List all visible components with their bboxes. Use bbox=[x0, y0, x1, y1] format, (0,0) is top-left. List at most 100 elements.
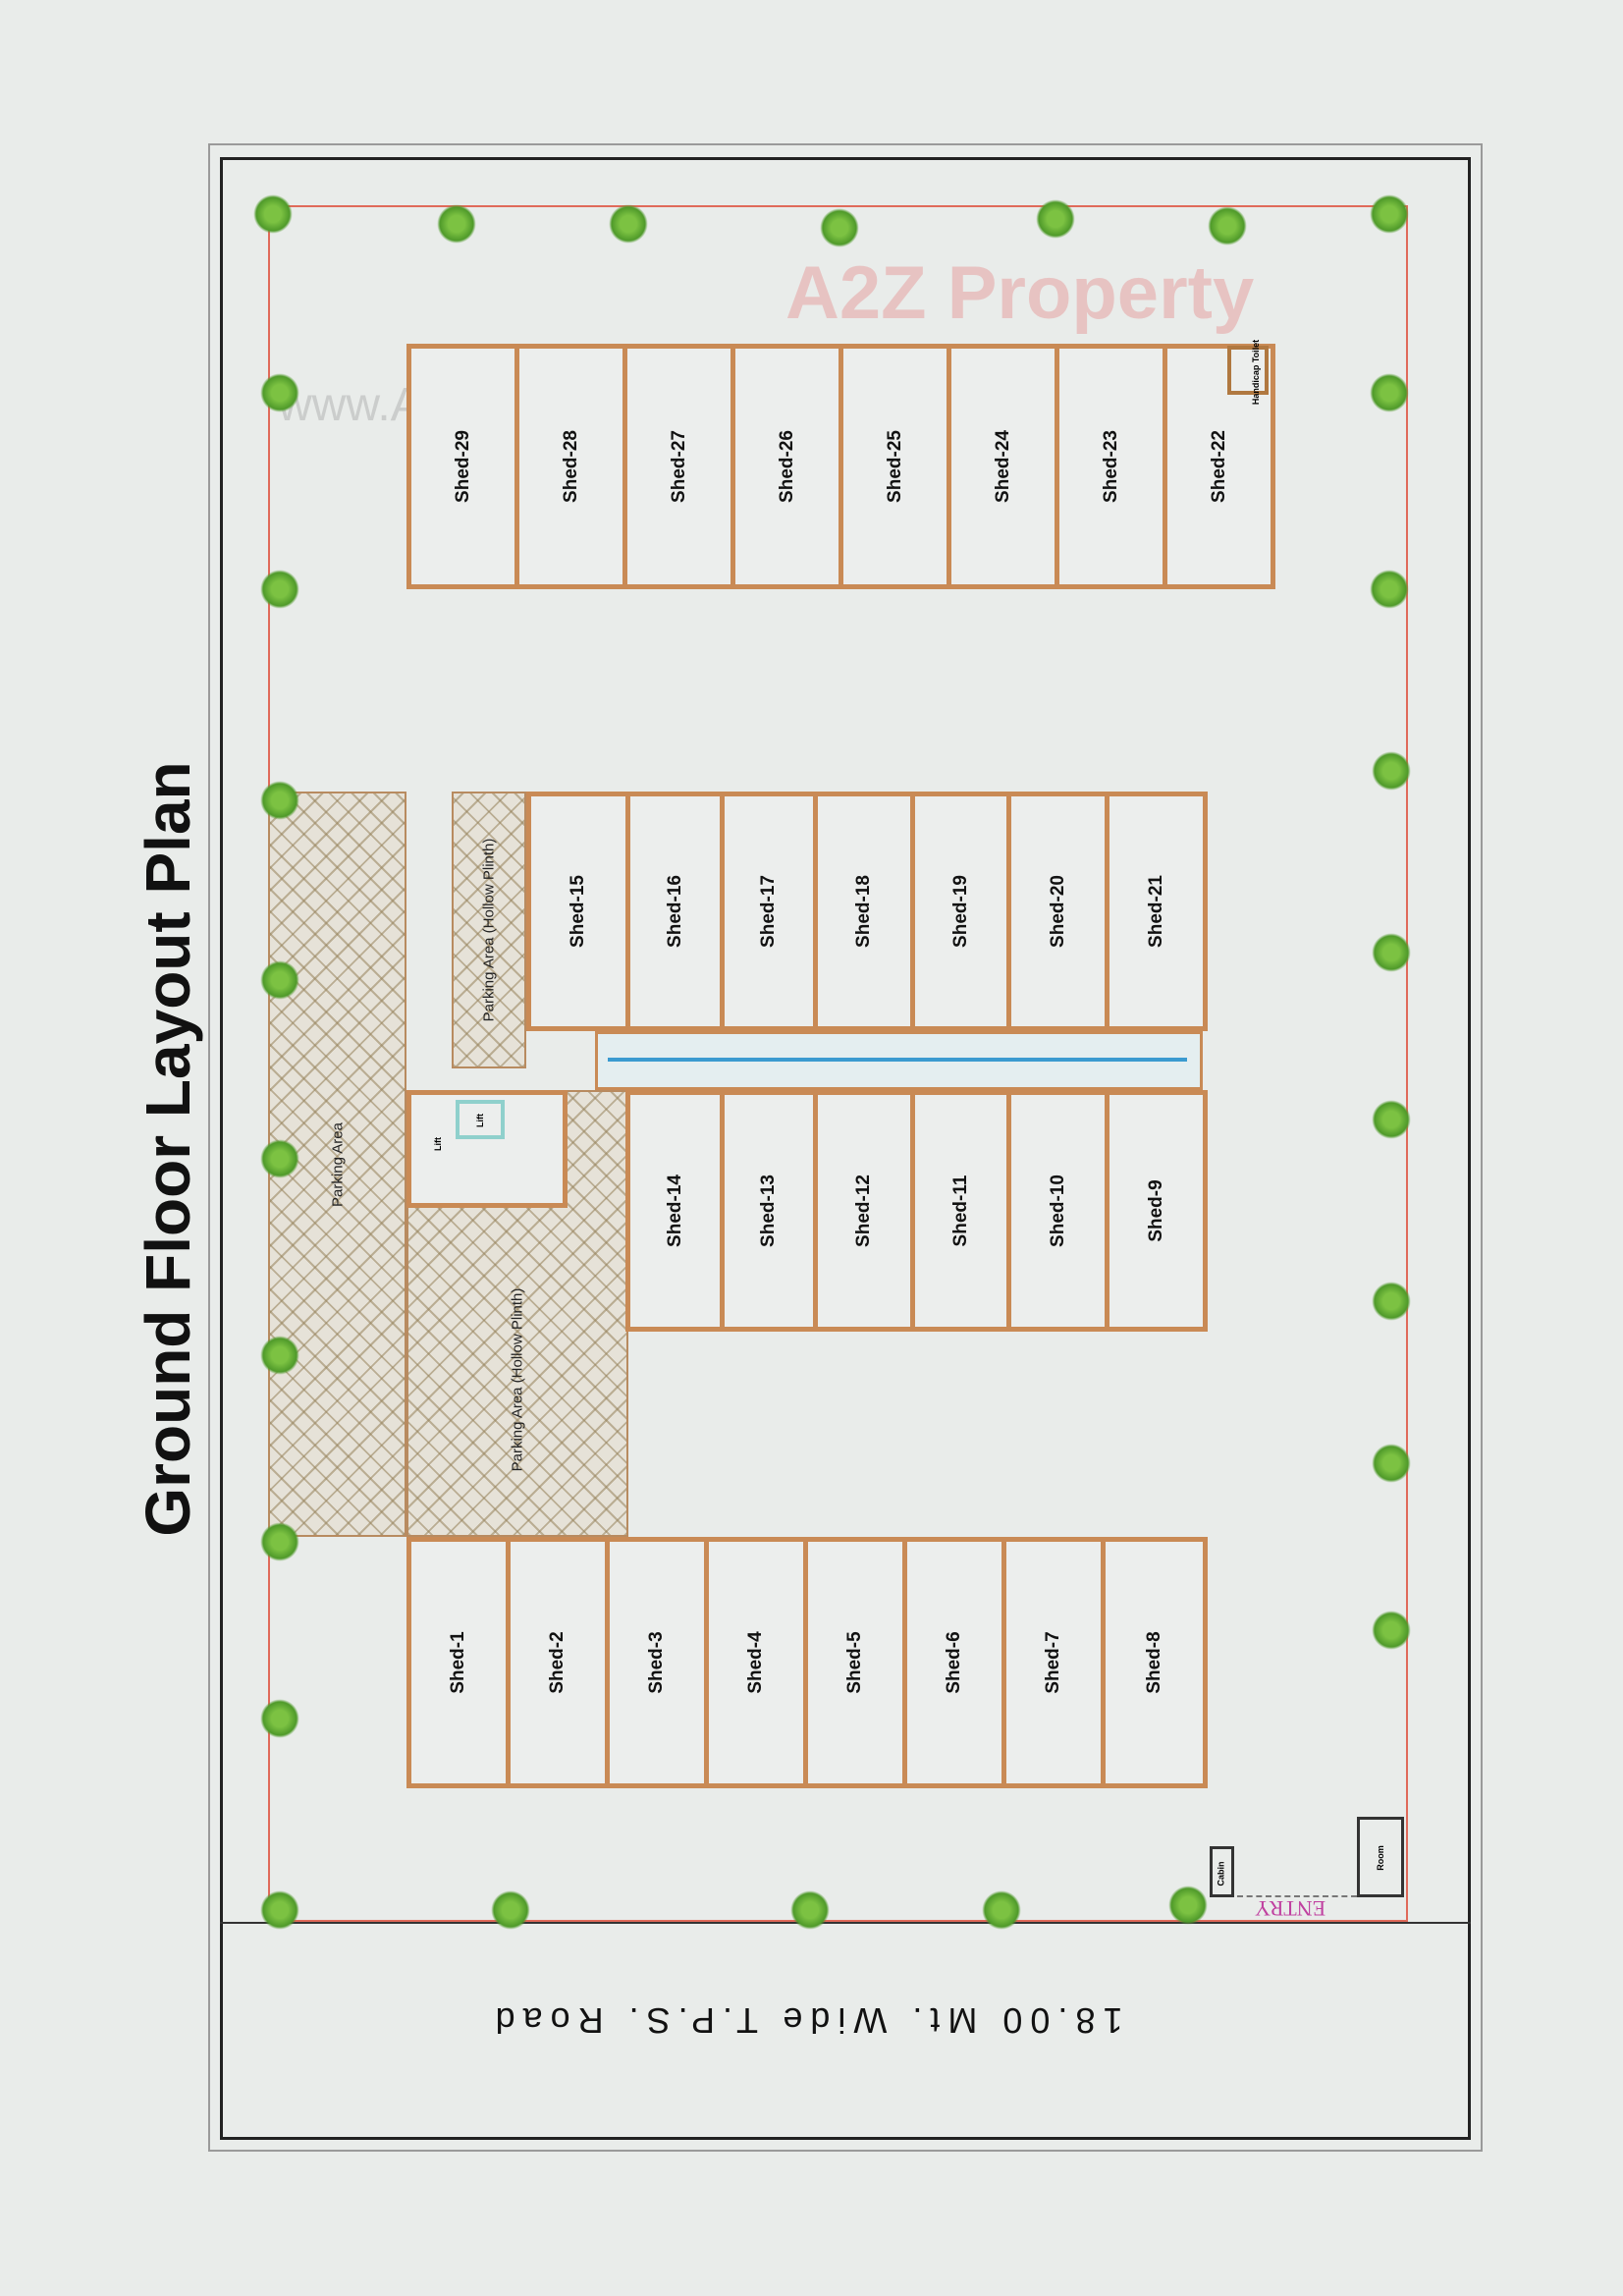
tree-icon bbox=[1036, 199, 1075, 239]
shed-label: Shed-1 bbox=[448, 1631, 468, 1694]
corridor bbox=[595, 1031, 1203, 1090]
toilet-label: Handicap Toilet bbox=[1251, 339, 1262, 406]
road-label: 18.00 Mt. Wide T.P.S. Road bbox=[487, 2000, 1123, 2041]
shed-27: Shed-27 bbox=[622, 344, 735, 589]
shed-22: Shed-22 bbox=[1163, 344, 1275, 589]
parking-hollow-upper: Parking Area (Hollow Plinth) bbox=[452, 792, 526, 1068]
shed-label: Shed-25 bbox=[884, 430, 905, 503]
tree-icon bbox=[260, 570, 299, 609]
tree-icon bbox=[609, 204, 648, 244]
cabin: Cabin bbox=[1210, 1846, 1234, 1897]
tree-icon bbox=[1372, 1100, 1411, 1139]
shed-label: Shed-3 bbox=[646, 1631, 667, 1694]
tree-icon bbox=[260, 1699, 299, 1738]
corridor-line bbox=[608, 1058, 1187, 1062]
shed-1: Shed-1 bbox=[406, 1537, 511, 1788]
shed-6: Shed-6 bbox=[902, 1537, 1006, 1788]
shed-label: Shed-29 bbox=[452, 430, 473, 503]
shed-label: Shed-14 bbox=[664, 1175, 685, 1247]
shed-label: Shed-5 bbox=[844, 1631, 865, 1694]
tree-icon bbox=[253, 194, 293, 234]
shed-23: Shed-23 bbox=[1055, 344, 1167, 589]
parking-hollow-lower-label: Parking Area (Hollow Plinth) bbox=[509, 1287, 526, 1472]
tree-icon bbox=[260, 1522, 299, 1561]
shed-24: Shed-24 bbox=[947, 344, 1059, 589]
shed-label: Shed-11 bbox=[949, 1175, 971, 1247]
entry-label: ENTRY bbox=[1255, 1896, 1326, 1921]
shed-label: Shed-12 bbox=[853, 1175, 874, 1247]
handicap-toilet: Handicap Toilet bbox=[1227, 340, 1269, 405]
tree-icon bbox=[1372, 933, 1411, 972]
lift-stair-core: Lift Lift bbox=[406, 1090, 568, 1208]
tree-icon bbox=[437, 204, 476, 244]
tree-icon bbox=[1372, 1611, 1411, 1650]
cabin-label: Cabin bbox=[1216, 1861, 1226, 1886]
lift-label-2: Lift bbox=[475, 1114, 485, 1127]
shed-label: Shed-8 bbox=[1143, 1631, 1164, 1694]
parking-area: Parking Area bbox=[268, 792, 406, 1537]
lift-label: Lift bbox=[433, 1137, 443, 1151]
page-title: Ground Floor Layout Plan bbox=[133, 761, 203, 1537]
shed-label: Shed-28 bbox=[560, 430, 581, 503]
shed-21: Shed-21 bbox=[1105, 792, 1208, 1031]
shed-3: Shed-3 bbox=[605, 1537, 709, 1788]
shed-label: Shed-13 bbox=[758, 1175, 779, 1247]
tree-icon bbox=[260, 373, 299, 412]
shed-label: Shed-23 bbox=[1100, 430, 1121, 503]
shed-5: Shed-5 bbox=[803, 1537, 907, 1788]
shed-14: Shed-14 bbox=[625, 1090, 725, 1332]
tree-icon bbox=[260, 1139, 299, 1178]
tree-icon bbox=[790, 1890, 830, 1930]
tree-icon bbox=[1370, 194, 1409, 234]
tree-icon bbox=[260, 781, 299, 820]
shed-28: Shed-28 bbox=[514, 344, 627, 589]
lift-shaft: Lift bbox=[456, 1100, 505, 1139]
shed-label: Shed-9 bbox=[1145, 1179, 1166, 1242]
shed-2: Shed-2 bbox=[506, 1537, 610, 1788]
shed-label: Shed-10 bbox=[1047, 1175, 1068, 1247]
shed-label: Shed-17 bbox=[758, 875, 779, 948]
shed-16: Shed-16 bbox=[625, 792, 725, 1031]
tree-icon bbox=[1372, 1282, 1411, 1321]
tree-icon bbox=[491, 1890, 530, 1930]
inner-frame bbox=[220, 157, 1471, 2140]
shed-20: Shed-20 bbox=[1006, 792, 1109, 1031]
shed-13: Shed-13 bbox=[720, 1090, 818, 1332]
shed-label: Shed-20 bbox=[1047, 875, 1068, 948]
entry-gate bbox=[1237, 1895, 1357, 1897]
parking-area-label: Parking Area bbox=[329, 1121, 346, 1207]
shed-label: Shed-19 bbox=[949, 875, 971, 948]
shed-label: Shed-27 bbox=[668, 430, 689, 503]
tree-icon bbox=[1372, 1444, 1411, 1483]
room: Room bbox=[1357, 1817, 1404, 1897]
shed-19: Shed-19 bbox=[910, 792, 1011, 1031]
shed-17: Shed-17 bbox=[720, 792, 818, 1031]
shed-11: Shed-11 bbox=[910, 1090, 1011, 1332]
shed-label: Shed-24 bbox=[992, 430, 1013, 503]
tree-icon bbox=[260, 1336, 299, 1375]
watermark-logo: A2Z Property bbox=[785, 251, 1255, 335]
shed-4: Shed-4 bbox=[704, 1537, 808, 1788]
shed-15: Shed-15 bbox=[526, 792, 630, 1031]
shed-label: Shed-4 bbox=[745, 1631, 766, 1694]
shed-label: Shed-18 bbox=[853, 875, 874, 948]
shed-10: Shed-10 bbox=[1006, 1090, 1109, 1332]
shed-9: Shed-9 bbox=[1105, 1090, 1208, 1332]
road-edge-line bbox=[220, 1922, 1471, 1924]
shed-26: Shed-26 bbox=[730, 344, 843, 589]
tree-icon bbox=[982, 1890, 1021, 1930]
tree-icon bbox=[820, 208, 859, 247]
tree-icon bbox=[260, 1890, 299, 1930]
shed-label: Shed-7 bbox=[1043, 1631, 1063, 1694]
room-label: Room bbox=[1375, 1845, 1385, 1871]
shed-label: Shed-15 bbox=[568, 875, 588, 948]
shed-29: Shed-29 bbox=[406, 344, 519, 589]
shed-label: Shed-26 bbox=[776, 430, 797, 503]
outer-frame bbox=[208, 143, 1483, 2152]
parking-hollow-upper-label: Parking Area (Hollow Plinth) bbox=[480, 838, 498, 1022]
shed-8: Shed-8 bbox=[1101, 1537, 1208, 1788]
shed-12: Shed-12 bbox=[813, 1090, 915, 1332]
tree-icon bbox=[1370, 570, 1409, 609]
shed-label: Shed-16 bbox=[664, 875, 685, 948]
